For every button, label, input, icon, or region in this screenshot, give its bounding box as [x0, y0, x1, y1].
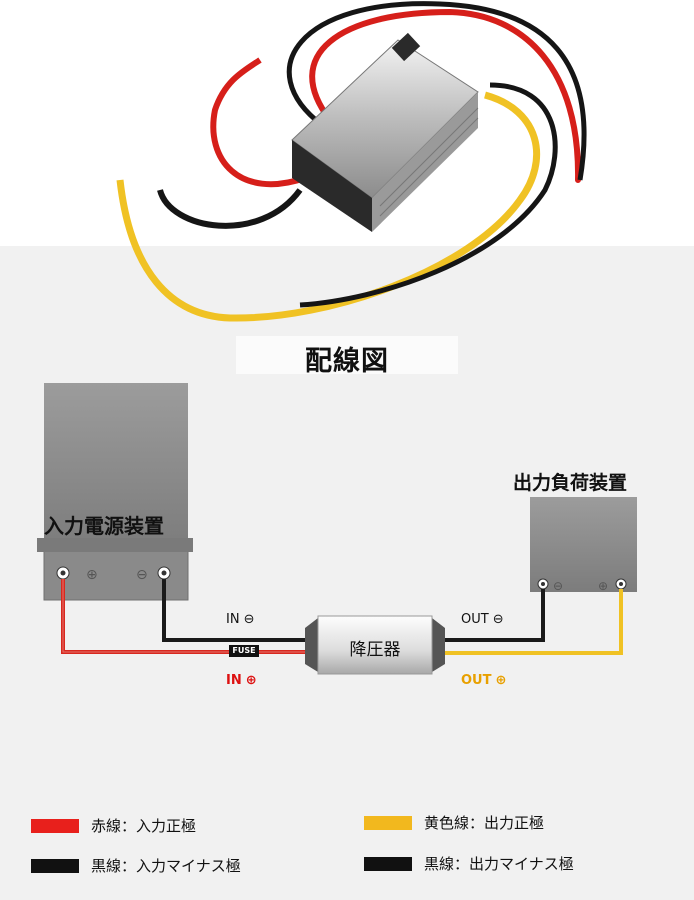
black-input-wire — [162, 579, 318, 642]
out-negative-label: OUT⊖ — [461, 612, 504, 627]
photo-red-wire-left — [210, 57, 306, 188]
legend-item-yellow: 黄色線：出力正極 — [364, 812, 544, 833]
legend-item-red: 赤線：入力正極 — [31, 815, 196, 836]
svg-text:⊕: ⊕ — [598, 579, 608, 593]
legend-text: 黒線：入力マイナス極 — [91, 857, 241, 875]
yellow-output-wire — [432, 589, 623, 655]
legend-text: 黒線：出力マイナス極 — [424, 855, 574, 873]
svg-text:⊖: ⊖ — [553, 579, 563, 593]
converter-label: 降圧器 — [349, 640, 401, 660]
legend-swatch-red — [31, 818, 79, 833]
out-positive-label: OUT⊕ — [461, 673, 507, 688]
minus-circle-icon: ⊖ — [492, 612, 504, 627]
output-load: ⊖ ⊕ — [530, 497, 637, 593]
black-output-wire — [432, 589, 545, 642]
photo-black-wire-long — [286, 1, 587, 181]
legend-swatch-black — [364, 856, 412, 871]
input-power-supply: ⊕ ⊖ — [37, 383, 193, 601]
plus-circle-icon: ⊕ — [245, 673, 257, 688]
plus-circle-icon: ⊕ — [495, 673, 507, 688]
title-background — [236, 336, 458, 374]
diagram-wires — [61, 579, 623, 655]
product-photo — [116, 1, 587, 322]
diagram-title: 配線図 — [305, 346, 389, 377]
photo-black-wire-bottom — [299, 82, 558, 308]
in-positive-label: IN⊕ — [226, 673, 257, 688]
legend-item-black-output: 黒線：出力マイナス極 — [364, 853, 574, 874]
input-source-label: 入力電源装置 — [44, 514, 164, 538]
output-load-label: 出力負荷装置 — [513, 472, 628, 494]
legend-text: 赤線：入力正極 — [91, 817, 197, 835]
minus-circle-icon: ⊖ — [243, 612, 255, 627]
legend-swatch-black — [31, 858, 79, 873]
input-pos-symbol: ⊕ — [86, 567, 98, 583]
photo-black-wire-left — [157, 188, 303, 229]
photo-red-wire-long — [309, 8, 582, 183]
fuse-label: FUSE — [229, 645, 259, 657]
legend-text: 黄色線：出力正極 — [424, 814, 545, 832]
diagram-converter — [305, 615, 445, 675]
in-negative-label: IN⊖ — [226, 612, 255, 627]
legend-item-black-input: 黒線：入力マイナス極 — [31, 855, 241, 876]
photo-converter-body — [291, 32, 479, 232]
input-neg-symbol: ⊖ — [136, 567, 148, 583]
legend-swatch-yellow — [364, 815, 412, 830]
